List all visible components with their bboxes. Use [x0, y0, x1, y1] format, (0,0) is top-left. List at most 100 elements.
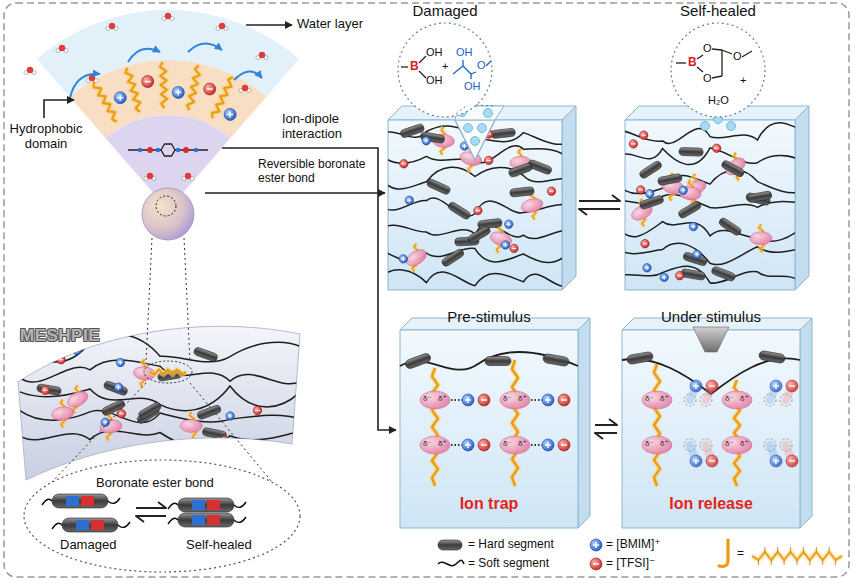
panel-box: Self-healed: [625, 120, 795, 290]
ion-sign: [255, 410, 259, 411]
ion-sign: [508, 222, 509, 226]
anion: [57, 356, 65, 364]
hard-segment: [720, 159, 745, 178]
cation: [643, 264, 651, 272]
oxygen: [27, 67, 33, 73]
ion-ball: [172, 86, 184, 98]
partial-charge: δ⁺: [518, 394, 527, 403]
hard-segment: [426, 178, 451, 195]
polymer-network: [378, 123, 572, 286]
water-molecule: [162, 13, 174, 21]
anion: [220, 436, 228, 444]
ion-ball: [505, 220, 513, 228]
ion-ball: [676, 272, 684, 280]
hard-segment: [510, 187, 535, 198]
zoom-ring: [144, 361, 192, 383]
ion-sign: [476, 210, 480, 211]
ion-sign: [75, 350, 79, 351]
fluorine-bond: [809, 560, 810, 565]
ion-sign: [789, 385, 795, 387]
cation: [689, 222, 697, 230]
chemical-bond: [486, 61, 491, 66]
dipole-ellipse: [65, 388, 91, 410]
ion-sign: [120, 95, 122, 101]
annotation-label: Self-healed: [186, 538, 252, 553]
ion-ball: [542, 439, 554, 451]
ion-ball: [101, 418, 109, 426]
ion-sign: [715, 148, 719, 149]
hard-segment: [447, 201, 472, 221]
callout-arrow: [205, 192, 385, 194]
soft-segment: [378, 247, 572, 262]
chemical-bond: [471, 72, 476, 74]
anion: [142, 76, 154, 88]
anion: [640, 131, 648, 139]
annotation-label: Water layer: [297, 17, 363, 32]
ion-sign: [646, 266, 647, 270]
anion: [558, 394, 570, 406]
hard-segment: [178, 498, 234, 512]
zoom-bubble: [398, 23, 492, 117]
hard-segment: [747, 191, 772, 203]
fluorinated-chain: [187, 65, 200, 110]
oxygen: [185, 173, 191, 179]
legend-text: =: [737, 547, 744, 561]
chain-sample: [719, 540, 728, 566]
boronate-pair: [42, 494, 120, 508]
film-sheet: [18, 326, 300, 480]
chemical-label: O: [733, 50, 742, 63]
partial-charge: δ⁻: [645, 439, 654, 448]
partial-charge: δ⁻: [423, 394, 432, 403]
particle-sphere: [142, 188, 194, 240]
ion-ball: [462, 394, 474, 406]
soft-segment: [42, 499, 52, 505]
ion-ball: [501, 241, 509, 249]
ion-ball: [478, 439, 490, 451]
hard-segment: [441, 248, 465, 268]
harpoon: [595, 419, 617, 425]
soft-segment: [20, 431, 300, 448]
ion-sign: [403, 257, 404, 261]
hard-segment: [37, 384, 62, 396]
dipole-ellipse: [500, 436, 530, 454]
chemical-label: OH: [426, 74, 443, 87]
chain-glow: [126, 68, 141, 112]
fluorinated-chain: [432, 368, 438, 486]
oxygen-atom: [156, 148, 160, 152]
ion-ball: [142, 76, 154, 88]
hard-segment: [491, 128, 516, 139]
panel-top: [388, 106, 576, 120]
anion: [510, 244, 518, 252]
harpoon: [136, 502, 166, 508]
fluorinated-chain: [160, 62, 167, 108]
cation: [679, 186, 687, 194]
dipole-ellipse: [642, 436, 672, 454]
chain-glow: [212, 77, 233, 118]
ion-sign: [697, 252, 698, 256]
ion-ball: [641, 240, 649, 248]
cation: [505, 220, 513, 228]
dipole-ellipse: [488, 229, 513, 248]
fluorine-bond: [764, 547, 765, 552]
diol-block: [192, 500, 205, 510]
cation: [770, 380, 782, 392]
ion-sign: [119, 413, 123, 414]
partial-charge: δ⁻: [503, 439, 512, 448]
cation: [101, 418, 109, 426]
panel-front: [388, 120, 562, 290]
annotation-label: Reversible boronate ester bond: [258, 158, 374, 186]
water-molecule: [24, 67, 36, 75]
partial-charge: δ⁺: [740, 439, 749, 448]
partial-charge: δ⁻: [725, 439, 734, 448]
hard-segment: [485, 357, 511, 366]
annotation-label: Ion-dipole interaction: [282, 112, 372, 142]
boron-atom: [183, 147, 189, 153]
annotation-label: Boronate ester bond: [96, 476, 214, 491]
ion-sign: [709, 385, 715, 387]
ion-ball: [462, 439, 474, 451]
hard-segment: [679, 147, 703, 156]
chemical-label: B: [688, 56, 697, 70]
ion-ball: [643, 264, 651, 272]
hard-segment: [758, 350, 785, 363]
anion: [629, 140, 637, 148]
